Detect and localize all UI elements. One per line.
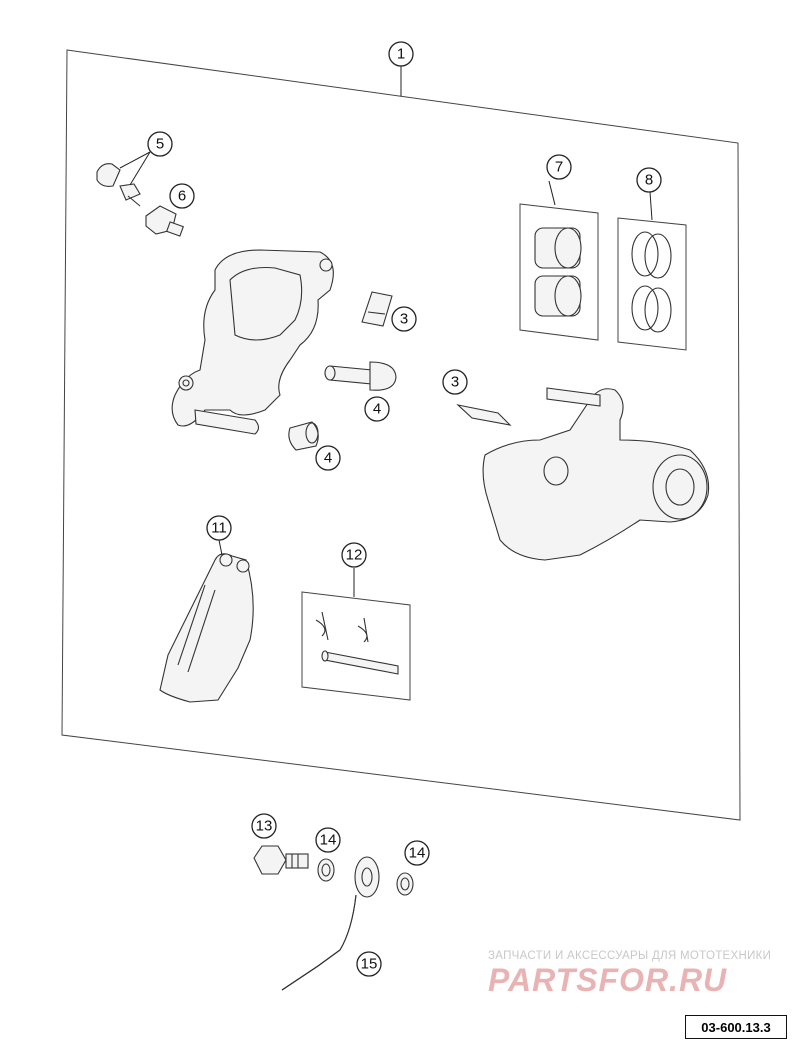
callout-3-right-label: 3 — [451, 374, 459, 391]
sealing-washer-part — [396, 872, 414, 896]
callout-7-label: 7 — [555, 159, 563, 176]
piston-seal-kit-part — [617, 217, 687, 351]
banjo-bolt-part — [253, 845, 309, 875]
caliper-support-bracket-part — [482, 387, 710, 561]
bleeder-screw-part — [96, 163, 141, 207]
callout-6-label: 6 — [178, 188, 186, 205]
brake-line-part — [281, 856, 380, 991]
pad-spring-part — [456, 404, 512, 426]
callout-13: 13 — [251, 813, 277, 839]
callout-14-left: 14 — [315, 827, 341, 853]
callout-4-lower: 4 — [315, 445, 341, 471]
callout-4-upper: 4 — [364, 396, 390, 422]
brake-caliper-body-part — [171, 249, 334, 435]
callout-14-left-label: 14 — [320, 832, 337, 849]
callout-8: 8 — [636, 167, 662, 193]
callout-3-upper-label: 3 — [400, 311, 408, 328]
callout-5-label: 5 — [156, 136, 164, 153]
pad-spring-part — [361, 291, 393, 327]
callout-8-label: 8 — [645, 172, 653, 189]
brake-pads-part — [159, 553, 254, 703]
callout-14-right-label: 14 — [409, 845, 426, 862]
callout-11-label: 11 — [211, 520, 227, 537]
callout-4-lower-label: 4 — [324, 450, 332, 467]
callout-12-label: 12 — [346, 547, 363, 564]
watermark-tagline: ЗАПЧАСТИ И АКСЕССУАРЫ ДЛЯ МОТОТЕХНИКИ — [488, 950, 772, 962]
callout-6: 6 — [169, 183, 195, 209]
callout-11: 11 — [206, 515, 232, 541]
callout-1-label: 1 — [397, 46, 405, 63]
drawing-code-label: 03-600.13.3 — [685, 1015, 787, 1039]
callout-14-right: 14 — [404, 840, 430, 866]
sealing-washer-part — [317, 858, 335, 882]
guide-pin-boot-part — [288, 421, 319, 451]
callout-4-upper-label: 4 — [373, 401, 381, 418]
pin-and-clips-kit-part — [301, 591, 411, 701]
callout-13-label: 13 — [256, 818, 273, 835]
callout-3-right: 3 — [442, 369, 468, 395]
brake-caliper-kit-outline — [61, 49, 741, 821]
plug-screw-part — [145, 205, 184, 237]
callout-15-label: 15 — [361, 956, 378, 973]
callout-7: 7 — [546, 154, 572, 180]
callout-3-upper: 3 — [391, 306, 417, 332]
guide-pin-part — [324, 361, 397, 391]
callout-12: 12 — [341, 542, 367, 568]
callout-15: 15 — [356, 951, 382, 977]
brake-piston-kit-part — [519, 203, 599, 341]
callout-5: 5 — [147, 131, 173, 157]
callout-1: 1 — [388, 41, 414, 67]
watermark-logo: PARTSFOR.RU — [488, 962, 728, 998]
